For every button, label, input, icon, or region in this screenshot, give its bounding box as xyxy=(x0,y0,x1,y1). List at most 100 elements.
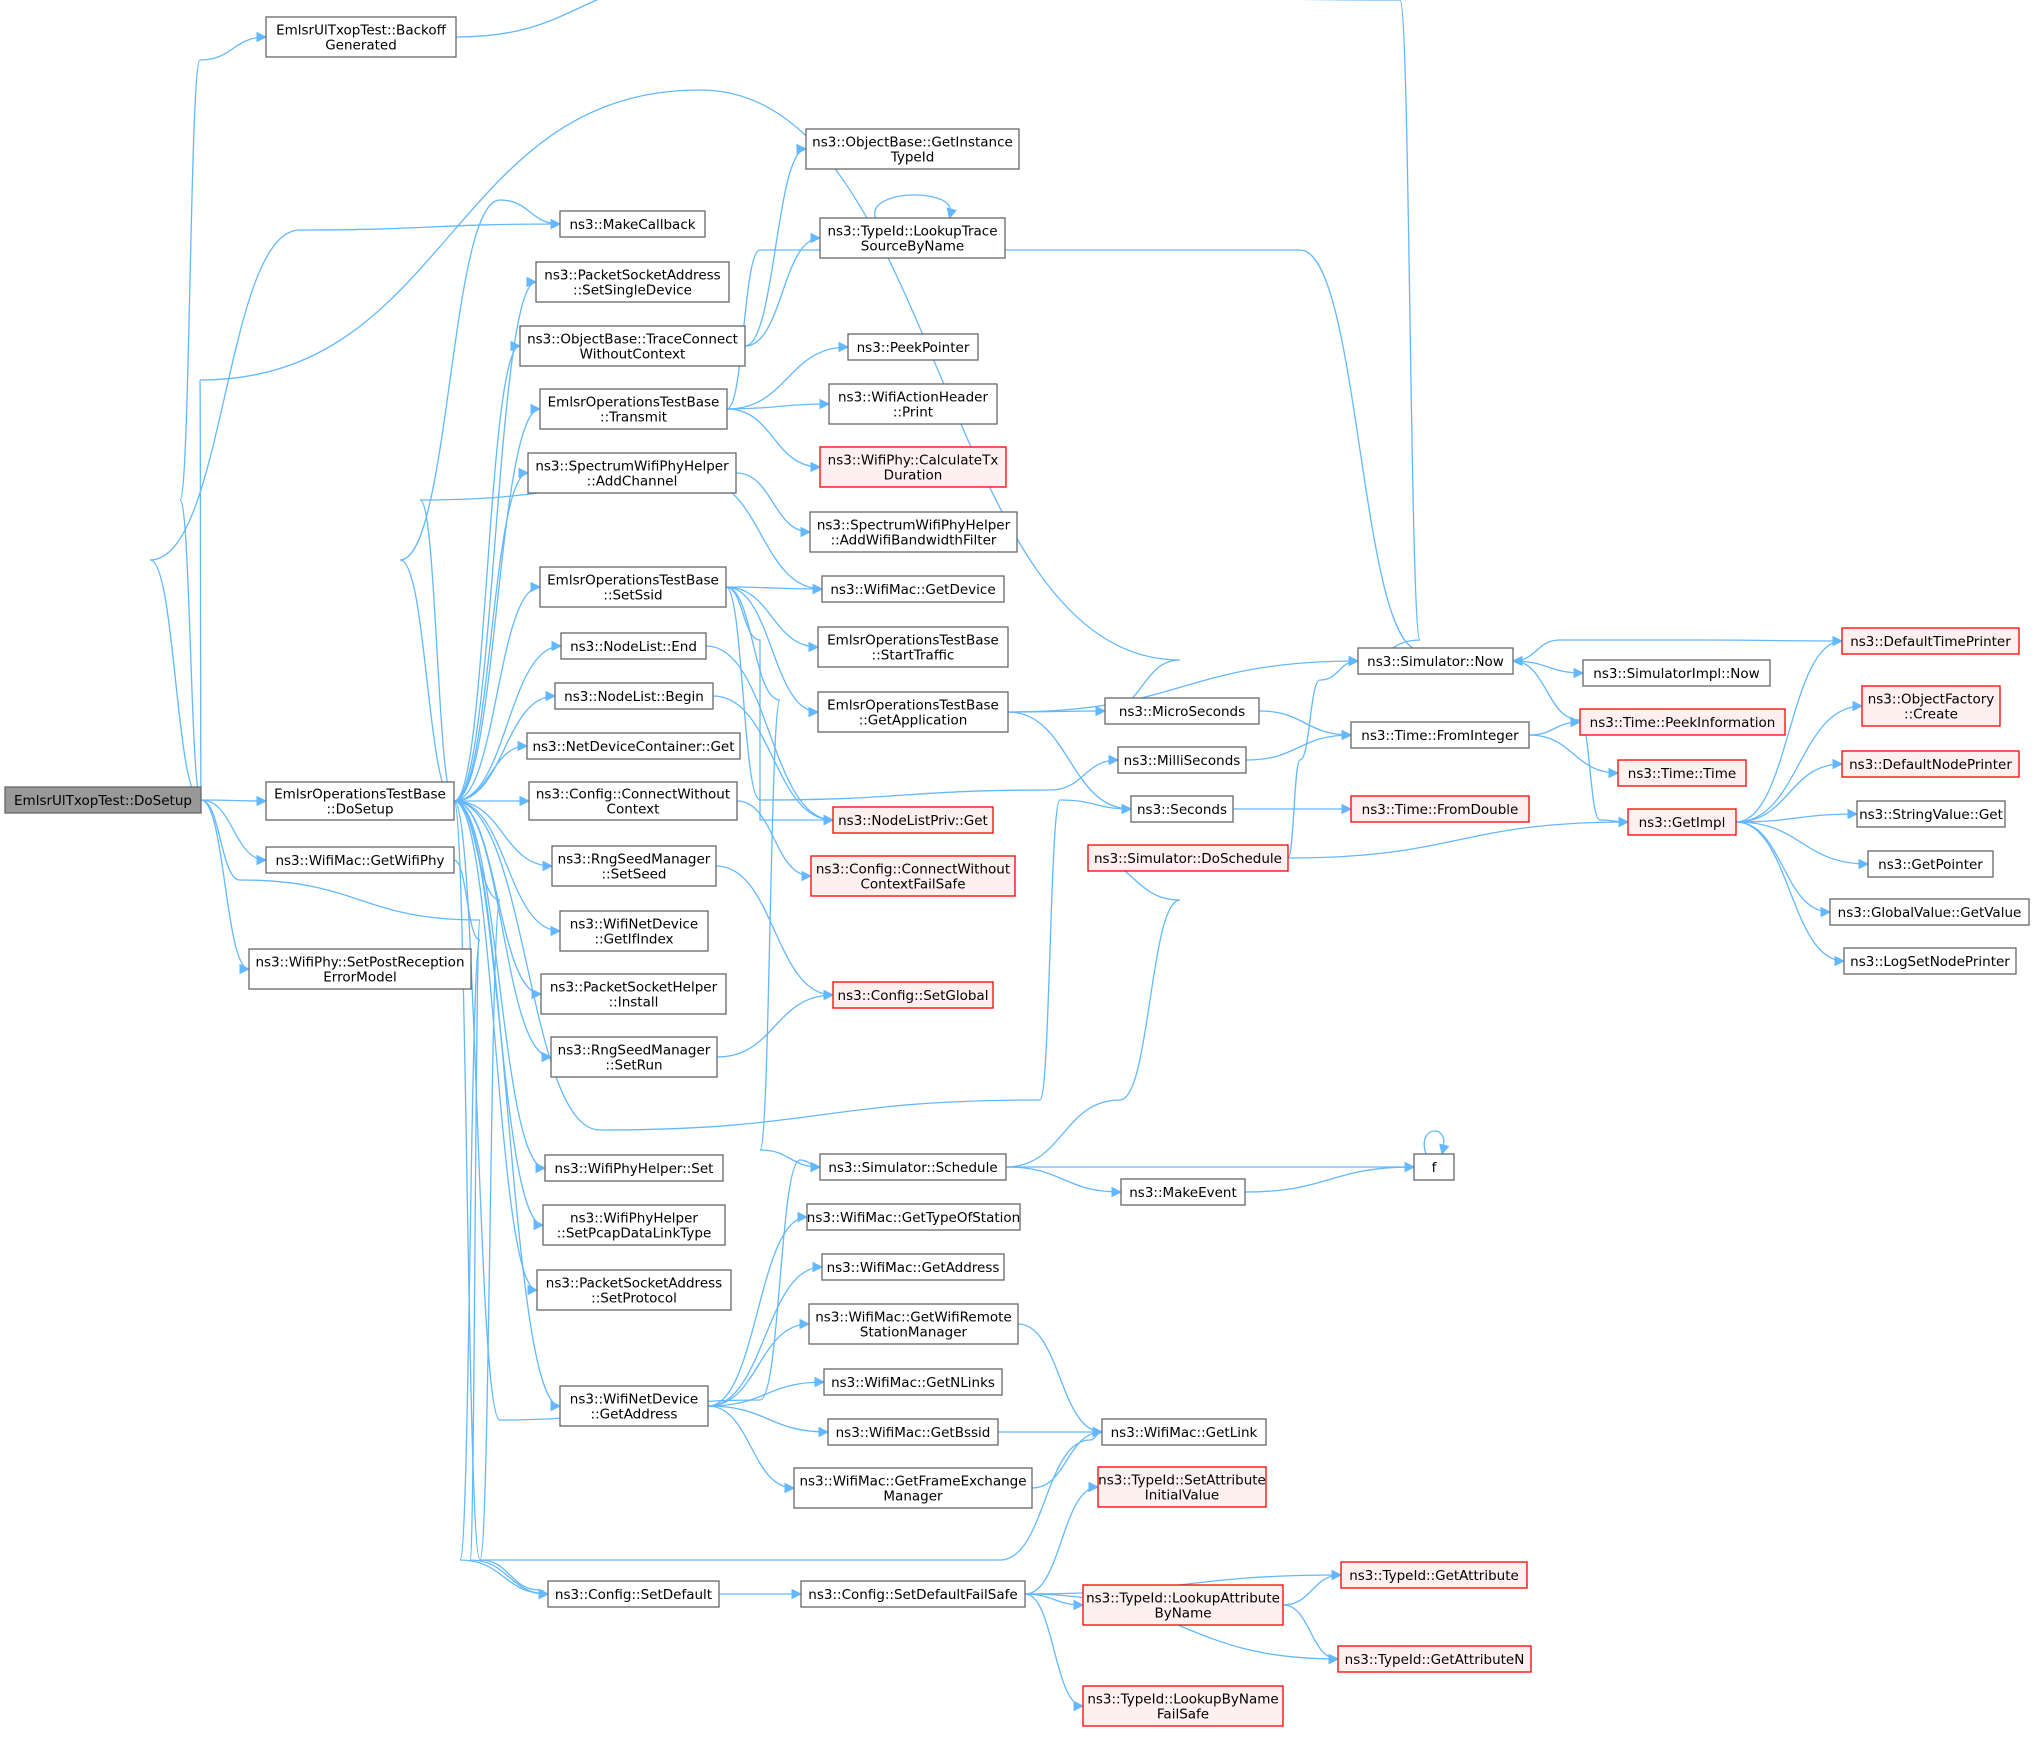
edge-base_dosetup-to-makecallback xyxy=(399,199,562,802)
edge-seconds-to-fromdouble xyxy=(1233,803,1353,815)
node-milliseconds[interactable]: ns3::MilliSeconds xyxy=(1117,746,1247,774)
node-getapplication[interactable]: EmlsrOperationsTestBase::GetApplication xyxy=(817,691,1009,733)
node-box xyxy=(821,1253,1005,1281)
node-label: ::Transmit xyxy=(600,410,667,426)
node-wnd-getifindex[interactable]: ns3::WifiNetDevice::GetIfIndex xyxy=(559,910,709,952)
node-ndc-get[interactable]: ns3::NetDeviceContainer::Get xyxy=(526,732,741,760)
edge-base_dosetup-to-config_connect xyxy=(453,795,531,807)
node-nodelistpriv-get[interactable]: ns3::NodeListPriv::Get xyxy=(832,806,994,834)
node-getremotemgr[interactable]: ns3::WifiMac::GetWifiRemoteStationManage… xyxy=(808,1303,1019,1345)
node-setglobal[interactable]: ns3::Config::SetGlobal xyxy=(832,981,994,1009)
node-base-dosetup[interactable]: EmlsrOperationsTestBase::DoSetup xyxy=(265,781,455,821)
node-doschedule[interactable]: ns3::Simulator::DoSchedule xyxy=(1087,844,1289,872)
node-label: ::SetProtocol xyxy=(591,1291,677,1307)
node-microseconds[interactable]: ns3::MicroSeconds xyxy=(1104,697,1260,725)
node-setpcap[interactable]: ns3::WifiPhyHelper::SetPcapDataLinkType xyxy=(542,1204,726,1246)
node-deftimeprinter[interactable]: ns3::DefaultTimePrinter xyxy=(1841,627,2020,655)
node-time-time[interactable]: ns3::Time::Time xyxy=(1617,759,1747,787)
node-config-setdefault[interactable]: ns3::Config::SetDefault xyxy=(547,1580,720,1608)
node-nodelist-end[interactable]: ns3::NodeList::End xyxy=(560,632,707,660)
node-makecallback[interactable]: ns3::MakeCallback xyxy=(559,210,706,238)
node-fromint[interactable]: ns3::Time::FromInteger xyxy=(1350,721,1530,749)
node-simimpl-now[interactable]: ns3::SimulatorImpl::Now xyxy=(1582,659,1771,687)
node-actionheader-print[interactable]: ns3::WifiActionHeader::Print xyxy=(828,383,998,425)
node-box xyxy=(265,16,457,58)
node-label: ns3::Config::ConnectWithout xyxy=(816,862,1010,878)
node-traceconnect[interactable]: ns3::ObjectBase::TraceConnectWithoutCont… xyxy=(519,325,746,367)
node-peekinfo[interactable]: ns3::Time::PeekInformation xyxy=(1579,708,1786,736)
node-pktsock-single[interactable]: ns3::PacketSocketAddress::SetSingleDevic… xyxy=(535,261,730,303)
node-starttraffic[interactable]: EmlsrOperationsTestBase::StartTraffic xyxy=(817,626,1009,668)
node-nodelist-begin[interactable]: ns3::NodeList::Begin xyxy=(554,682,714,710)
node-getattribute[interactable]: ns3::TypeId::GetAttribute xyxy=(1340,1561,1528,1589)
node-makeevent[interactable]: ns3::MakeEvent xyxy=(1120,1178,1246,1206)
node-addbwfilter[interactable]: ns3::SpectrumWifiPhyHelper::AddWifiBandw… xyxy=(809,511,1018,553)
node-logsetnodeprinter[interactable]: ns3::LogSetNodePrinter xyxy=(1843,947,2017,975)
node-defnodeprinter[interactable]: ns3::DefaultNodePrinter xyxy=(1841,750,2020,778)
node-label: ::SetSingleDevice xyxy=(573,283,692,299)
node-box xyxy=(1856,800,2006,828)
node-label: ::GetApplication xyxy=(859,713,968,729)
node-getwifiphy[interactable]: ns3::WifiMac::GetWifiPhy xyxy=(265,846,455,874)
node-label: ns3::Time::Time xyxy=(1628,766,1736,782)
node-label: EmlsrOperationsTestBase xyxy=(827,633,999,649)
node-label: ::AddChannel xyxy=(587,474,678,490)
node-transmit[interactable]: EmlsrOperationsTestBase::Transmit xyxy=(539,388,728,430)
node-wnd-getaddress[interactable]: ns3::WifiNetDevice::GetAddress xyxy=(559,1385,709,1427)
node-label: ns3::GetPointer xyxy=(1878,857,1983,873)
node-box xyxy=(1579,708,1786,736)
edge-wnd_getaddress-to-getfem xyxy=(707,1405,796,1494)
node-fromdouble[interactable]: ns3::Time::FromDouble xyxy=(1350,795,1530,823)
node-box xyxy=(539,388,728,430)
node-rng-setseed[interactable]: ns3::RngSeedManager::SetSeed xyxy=(551,845,717,887)
node-sim-now[interactable]: ns3::Simulator::Now xyxy=(1357,647,1514,675)
node-box xyxy=(527,452,737,494)
node-getattributen[interactable]: ns3::TypeId::GetAttributeN xyxy=(1337,1645,1532,1673)
node-addchannel[interactable]: ns3::SpectrumWifiPhyHelper::AddChannel xyxy=(527,452,737,494)
node-peekpointer[interactable]: ns3::PeekPointer xyxy=(847,333,979,361)
node-mac-getdevice[interactable]: ns3::WifiMac::GetDevice xyxy=(821,575,1005,603)
node-label: ns3::Config::SetGlobal xyxy=(838,988,989,1004)
node-seconds[interactable]: ns3::Seconds xyxy=(1130,795,1234,823)
edge-deftimeprinter-to-sim_now xyxy=(1511,639,1843,667)
node-globalvalue-get[interactable]: ns3::GlobalValue::GetValue xyxy=(1829,898,2030,926)
node-box xyxy=(1340,1561,1528,1589)
node-wifiphyhelper-set[interactable]: ns3::WifiPhyHelper::Set xyxy=(544,1154,724,1182)
node-getimpl[interactable]: ns3::GetImpl xyxy=(1627,808,1737,836)
edge-transmit-to-peekpointer xyxy=(726,341,850,410)
node-label: Duration xyxy=(884,468,943,484)
node-schedule[interactable]: ns3::Simulator::Schedule xyxy=(819,1153,1007,1181)
node-objfactory-create[interactable]: ns3::ObjectFactory::Create xyxy=(1861,685,2001,727)
node-label: ns3::WifiMac::GetNLinks xyxy=(831,1375,995,1391)
node-getnlinks[interactable]: ns3::WifiMac::GetNLinks xyxy=(823,1368,1003,1396)
node-root[interactable]: EmlsrUlTxopTest::DoSetup xyxy=(4,786,202,814)
node-connectfailsafe[interactable]: ns3::Config::ConnectWithoutContextFailSa… xyxy=(810,855,1016,897)
edge-root-to-base_dosetup xyxy=(200,795,268,807)
edge-base_dosetup-to-wnd_getifindex xyxy=(453,800,562,937)
node-box xyxy=(1097,1466,1267,1508)
edge-base_dosetup-to-nodelist_end xyxy=(453,640,563,802)
node-getlink[interactable]: ns3::WifiMac::GetLink xyxy=(1101,1418,1267,1446)
node-mac-getaddress[interactable]: ns3::WifiMac::GetAddress xyxy=(821,1253,1005,1281)
node-pktsock-proto[interactable]: ns3::PacketSocketAddress::SetProtocol xyxy=(536,1269,732,1311)
node-getpointer[interactable]: ns3::GetPointer xyxy=(1867,850,1994,878)
node-setdefaultfailsafe[interactable]: ns3::Config::SetDefaultFailSafe xyxy=(800,1580,1026,1608)
node-box xyxy=(528,781,738,821)
node-pktsock-install[interactable]: ns3::PacketSocketHelper::Install xyxy=(540,973,727,1015)
node-gettypeofstation[interactable]: ns3::WifiMac::GetTypeOfStation xyxy=(806,1203,1021,1231)
node-rng-setrun[interactable]: ns3::RngSeedManager::SetRun xyxy=(550,1036,718,1078)
node-f[interactable]: f xyxy=(1413,1153,1455,1181)
node-setssid[interactable]: EmlsrOperationsTestBase::SetSsid xyxy=(539,566,727,608)
node-stringvalue-get[interactable]: ns3::StringValue::Get xyxy=(1856,800,2006,828)
node-getbssid[interactable]: ns3::WifiMac::GetBssid xyxy=(827,1418,999,1446)
